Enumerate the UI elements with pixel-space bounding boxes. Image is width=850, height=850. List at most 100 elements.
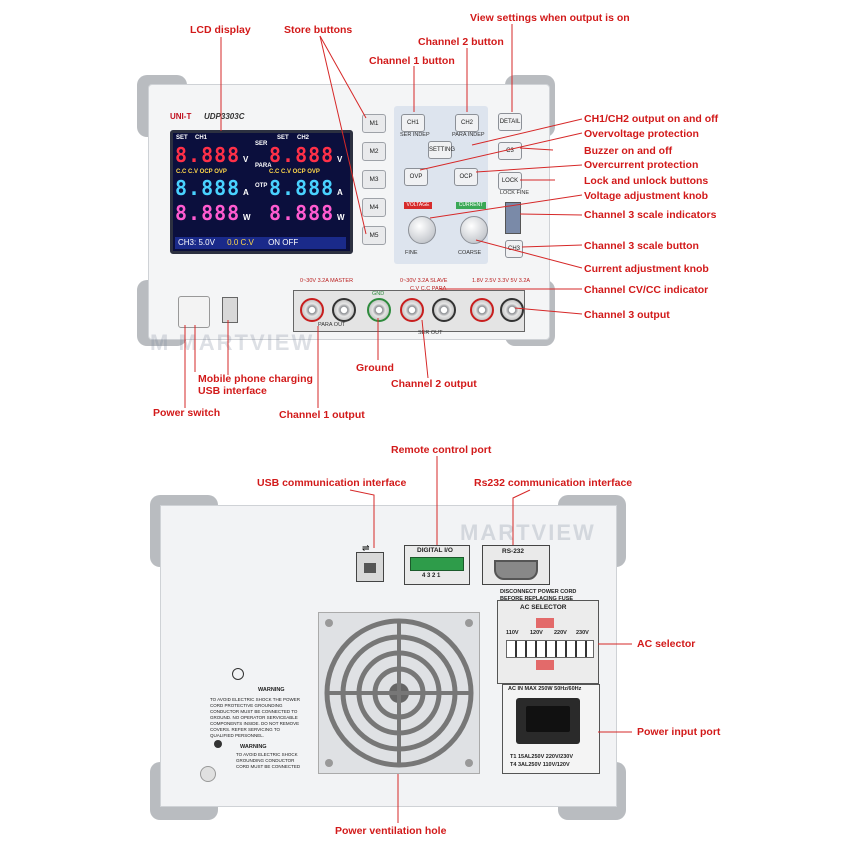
callout-overcurrent: Overcurrent protection bbox=[584, 159, 699, 171]
watermark-2: MARTVIEW bbox=[460, 520, 596, 545]
lcd-otp-label: OTP bbox=[255, 183, 268, 189]
lcd-ch1-label: CH1 bbox=[195, 135, 208, 141]
callout-ch3-scale-indicators: Channel 3 scale indicators bbox=[584, 209, 717, 221]
callout-ch2-output: Channel 2 output bbox=[391, 378, 477, 390]
ovp-button[interactable]: OVP bbox=[404, 168, 428, 186]
ventilation-fan bbox=[318, 612, 480, 774]
usb-b-socket bbox=[364, 563, 376, 573]
disconnect-warning: DISCONNECT POWER CORD BEFORE REPLACING F… bbox=[500, 589, 577, 602]
lcd-unit-a2: A bbox=[337, 188, 343, 197]
callout-buzzer: Buzzer on and off bbox=[584, 145, 673, 157]
fuse-rating-1: T1 15AL250V 220V/230V bbox=[510, 754, 573, 760]
ch1-negative-terminal[interactable] bbox=[332, 298, 356, 322]
callout-ac-selector: AC selector bbox=[637, 638, 696, 650]
store-button-m5[interactable]: M5 bbox=[362, 226, 386, 245]
lcd-ch1-power: 8.888 bbox=[175, 201, 241, 225]
model-name: UDP3303C bbox=[204, 112, 245, 121]
store-button-m4[interactable]: M4 bbox=[362, 198, 386, 217]
iec-power-socket[interactable] bbox=[516, 698, 580, 744]
ch2-negative-terminal[interactable] bbox=[432, 298, 456, 322]
current-label: CURRENT bbox=[456, 202, 486, 209]
lcd-unit-a1: A bbox=[243, 188, 249, 197]
lcd-unit-v2: V bbox=[337, 155, 343, 164]
lcd-ch2-voltage: 8.888 bbox=[269, 143, 335, 167]
callout-lcd-display: LCD display bbox=[190, 24, 251, 36]
ch1-positive-terminal[interactable] bbox=[300, 298, 324, 322]
ac-in-max-label: AC IN MAX 250W 50Hz/60Hz bbox=[508, 686, 582, 692]
current-knob[interactable] bbox=[460, 216, 488, 244]
ser-indep-label: SER INDEP bbox=[400, 132, 430, 138]
ch3-scale-indicators bbox=[505, 202, 521, 234]
detail-button[interactable]: DETAIL bbox=[498, 113, 522, 131]
lcd-ch2-power: 8.888 bbox=[269, 201, 335, 225]
power-switch[interactable] bbox=[178, 296, 210, 328]
voltage-knob[interactable] bbox=[408, 216, 436, 244]
store-button-m2[interactable]: M2 bbox=[362, 142, 386, 161]
callout-ground: Ground bbox=[356, 362, 394, 374]
usb-symbol-icon: ⇌ bbox=[362, 543, 370, 553]
callout-ch3-output: Channel 3 output bbox=[584, 309, 670, 321]
ch2-rating-label: 0~30V 3.2A SLAVE bbox=[400, 278, 448, 284]
callout-cv-cc-indicator: Channel CV/CC indicator bbox=[584, 284, 709, 296]
lcd-unit-w1: W bbox=[243, 213, 251, 222]
para-indep-label: PARA INDEP bbox=[452, 132, 485, 138]
callout-ch-output: CH1/CH2 output on and off bbox=[584, 113, 719, 125]
callout-overvoltage: Overvoltage protection bbox=[584, 128, 699, 140]
lcd-unit-w2: W bbox=[337, 213, 345, 222]
voltage-label: VOLTAGE bbox=[404, 202, 432, 209]
lcd-ch1-flags: C.C C.V OCP OVP bbox=[176, 169, 227, 175]
callout-store-buttons: Store buttons bbox=[284, 24, 353, 36]
usb-b-port[interactable] bbox=[356, 552, 384, 582]
lcd-ch3-flags: 0.0 C.V bbox=[227, 238, 254, 247]
store-button-m3[interactable]: M3 bbox=[362, 170, 386, 189]
ground-terminal[interactable] bbox=[367, 298, 391, 322]
ground-screw-icon bbox=[214, 740, 222, 748]
brand-logo: UNI-T bbox=[170, 112, 192, 121]
lcd-ser-label: SER bbox=[255, 141, 268, 147]
ch2-button[interactable]: CH2 bbox=[455, 114, 479, 132]
store-button-m1[interactable]: M1 bbox=[362, 114, 386, 133]
ch2-positive-terminal[interactable] bbox=[400, 298, 424, 322]
callout-power-input: Power input port bbox=[637, 726, 721, 738]
callout-channel2-button: Channel 2 button bbox=[418, 36, 504, 48]
lock-fine-label: LOCK FINE bbox=[500, 190, 530, 196]
digital-io-label: DIGITAL I/O bbox=[417, 547, 453, 554]
lcd-display: SET CH1 SER SET CH2 8.888 V 8.888 V PARA… bbox=[170, 130, 353, 254]
ch3-positive-terminal[interactable] bbox=[470, 298, 494, 322]
ocp-button[interactable]: OCP bbox=[454, 168, 478, 186]
ch1-rating-label: 0~30V 3.2A MASTER bbox=[300, 278, 354, 284]
lcd-ch2-label: CH2 bbox=[297, 135, 310, 141]
rear-foot-icon bbox=[200, 766, 216, 782]
watermark-1: M MARTVIEW bbox=[150, 330, 315, 355]
callout-power-switch: Power switch bbox=[153, 407, 221, 419]
lcd-ch2-flags: C.C C.V OCP OVP bbox=[269, 169, 320, 175]
buzzer-button[interactable]: C3 bbox=[498, 142, 522, 160]
rs232-port[interactable] bbox=[494, 560, 538, 580]
ac-110v: 110V bbox=[506, 630, 519, 636]
ground-symbol-icon bbox=[232, 668, 244, 680]
digital-io-terminal[interactable] bbox=[410, 557, 464, 571]
fan-grill-icon bbox=[324, 618, 474, 768]
callout-lock: Lock and unlock buttons bbox=[584, 175, 709, 187]
warning-title: WARNING bbox=[258, 687, 285, 693]
callout-ch1-output: Channel 1 output bbox=[279, 409, 365, 421]
ac-120v: 120V bbox=[530, 630, 543, 636]
callout-remote-control: Remote control port bbox=[391, 444, 492, 456]
ch1-button[interactable]: CH1 bbox=[401, 114, 425, 132]
ac-selector-switch-top[interactable] bbox=[536, 618, 554, 628]
usb-charging-port[interactable] bbox=[222, 297, 238, 323]
callout-view-settings: View settings when output is on bbox=[470, 12, 630, 24]
ac-selector-switch-bottom[interactable] bbox=[536, 660, 554, 670]
rs232-label: RS-232 bbox=[502, 548, 525, 555]
fuse-rating-2: T4 3AL250V 110V/120V bbox=[510, 762, 570, 768]
ch3-negative-terminal[interactable] bbox=[500, 298, 524, 322]
lcd-set-label: SET bbox=[176, 135, 188, 141]
callout-rs232-comm: Rs232 communication interface bbox=[474, 477, 633, 489]
lock-button[interactable]: LOCK bbox=[498, 172, 522, 190]
callout-ch3-scale-button: Channel 3 scale button bbox=[584, 240, 699, 252]
setting-button[interactable]: SETTING bbox=[428, 141, 455, 159]
lcd-set2-label: SET bbox=[277, 135, 289, 141]
ch3-scale-button[interactable]: CH3 bbox=[505, 240, 523, 258]
lcd-unit-v1: V bbox=[243, 155, 249, 164]
callout-usb-comm: USB communication interface bbox=[257, 477, 407, 489]
